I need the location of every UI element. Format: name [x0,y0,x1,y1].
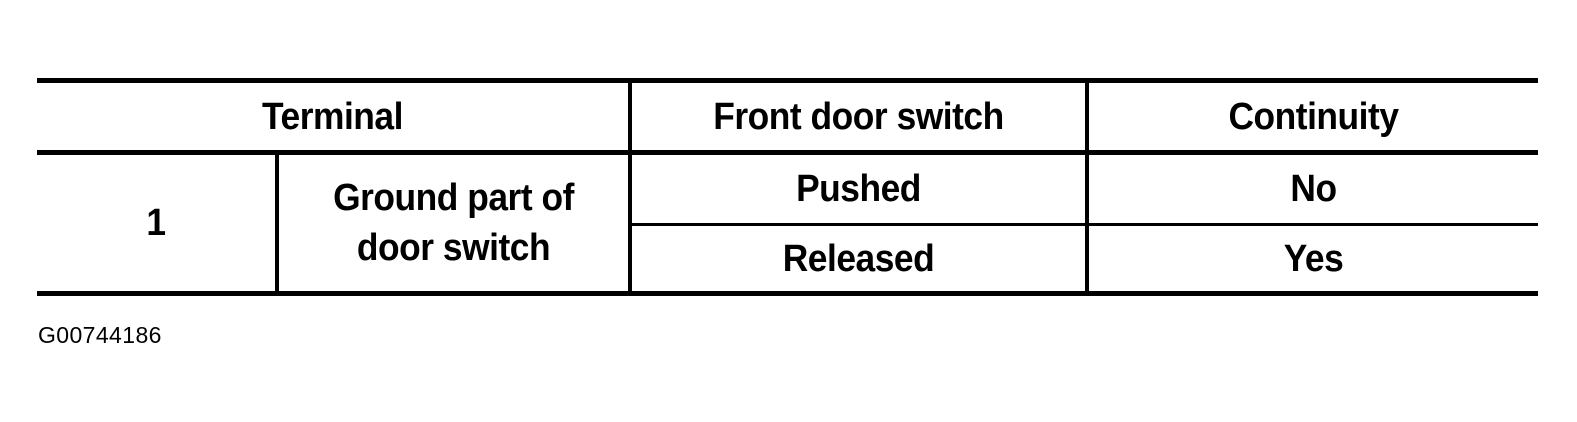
table-bottom-border [37,291,1538,296]
header-cell-continuity: Continuity [1105,83,1523,150]
continuity-released-value: Yes [1283,237,1344,280]
cell-continuity-pushed: No [1105,155,1523,223]
cell-switch-state-released: Released [648,226,1069,291]
header-cell-terminal: Terminal [58,83,608,150]
table-top-border [37,78,1538,83]
continuity-pushed-value: No [1290,168,1337,210]
continuity-table: Terminal Front door switch Continuity 1 … [37,78,1538,296]
switch-state-pushed-value: Pushed [796,168,921,210]
column-divider-terminal [275,152,279,293]
figure-id-caption: G00744186 [38,322,162,348]
column-divider-continuity [1085,80,1089,293]
terminal-description-line-2: door switch [356,227,551,269]
header-label-front-door-switch: Front door switch [713,95,1004,138]
terminal-description-line-1: Ground part of [333,176,574,219]
table-header-separator [37,150,1538,155]
header-label-terminal: Terminal [262,95,403,138]
header-label-continuity: Continuity [1228,95,1399,138]
header-cell-front-door-switch: Front door switch [648,83,1069,150]
table-row-separator [628,223,1538,226]
column-divider-switch [628,80,632,293]
cell-terminal-number: 1 [45,155,266,291]
cell-continuity-released: Yes [1105,226,1523,291]
cell-switch-state-pushed: Pushed [648,155,1069,223]
cell-terminal-description: Ground part of door switch [291,155,616,291]
terminal-description-text: Ground part of door switch [333,173,574,273]
switch-state-released-value: Released [782,237,935,280]
terminal-number-value: 1 [146,202,166,244]
